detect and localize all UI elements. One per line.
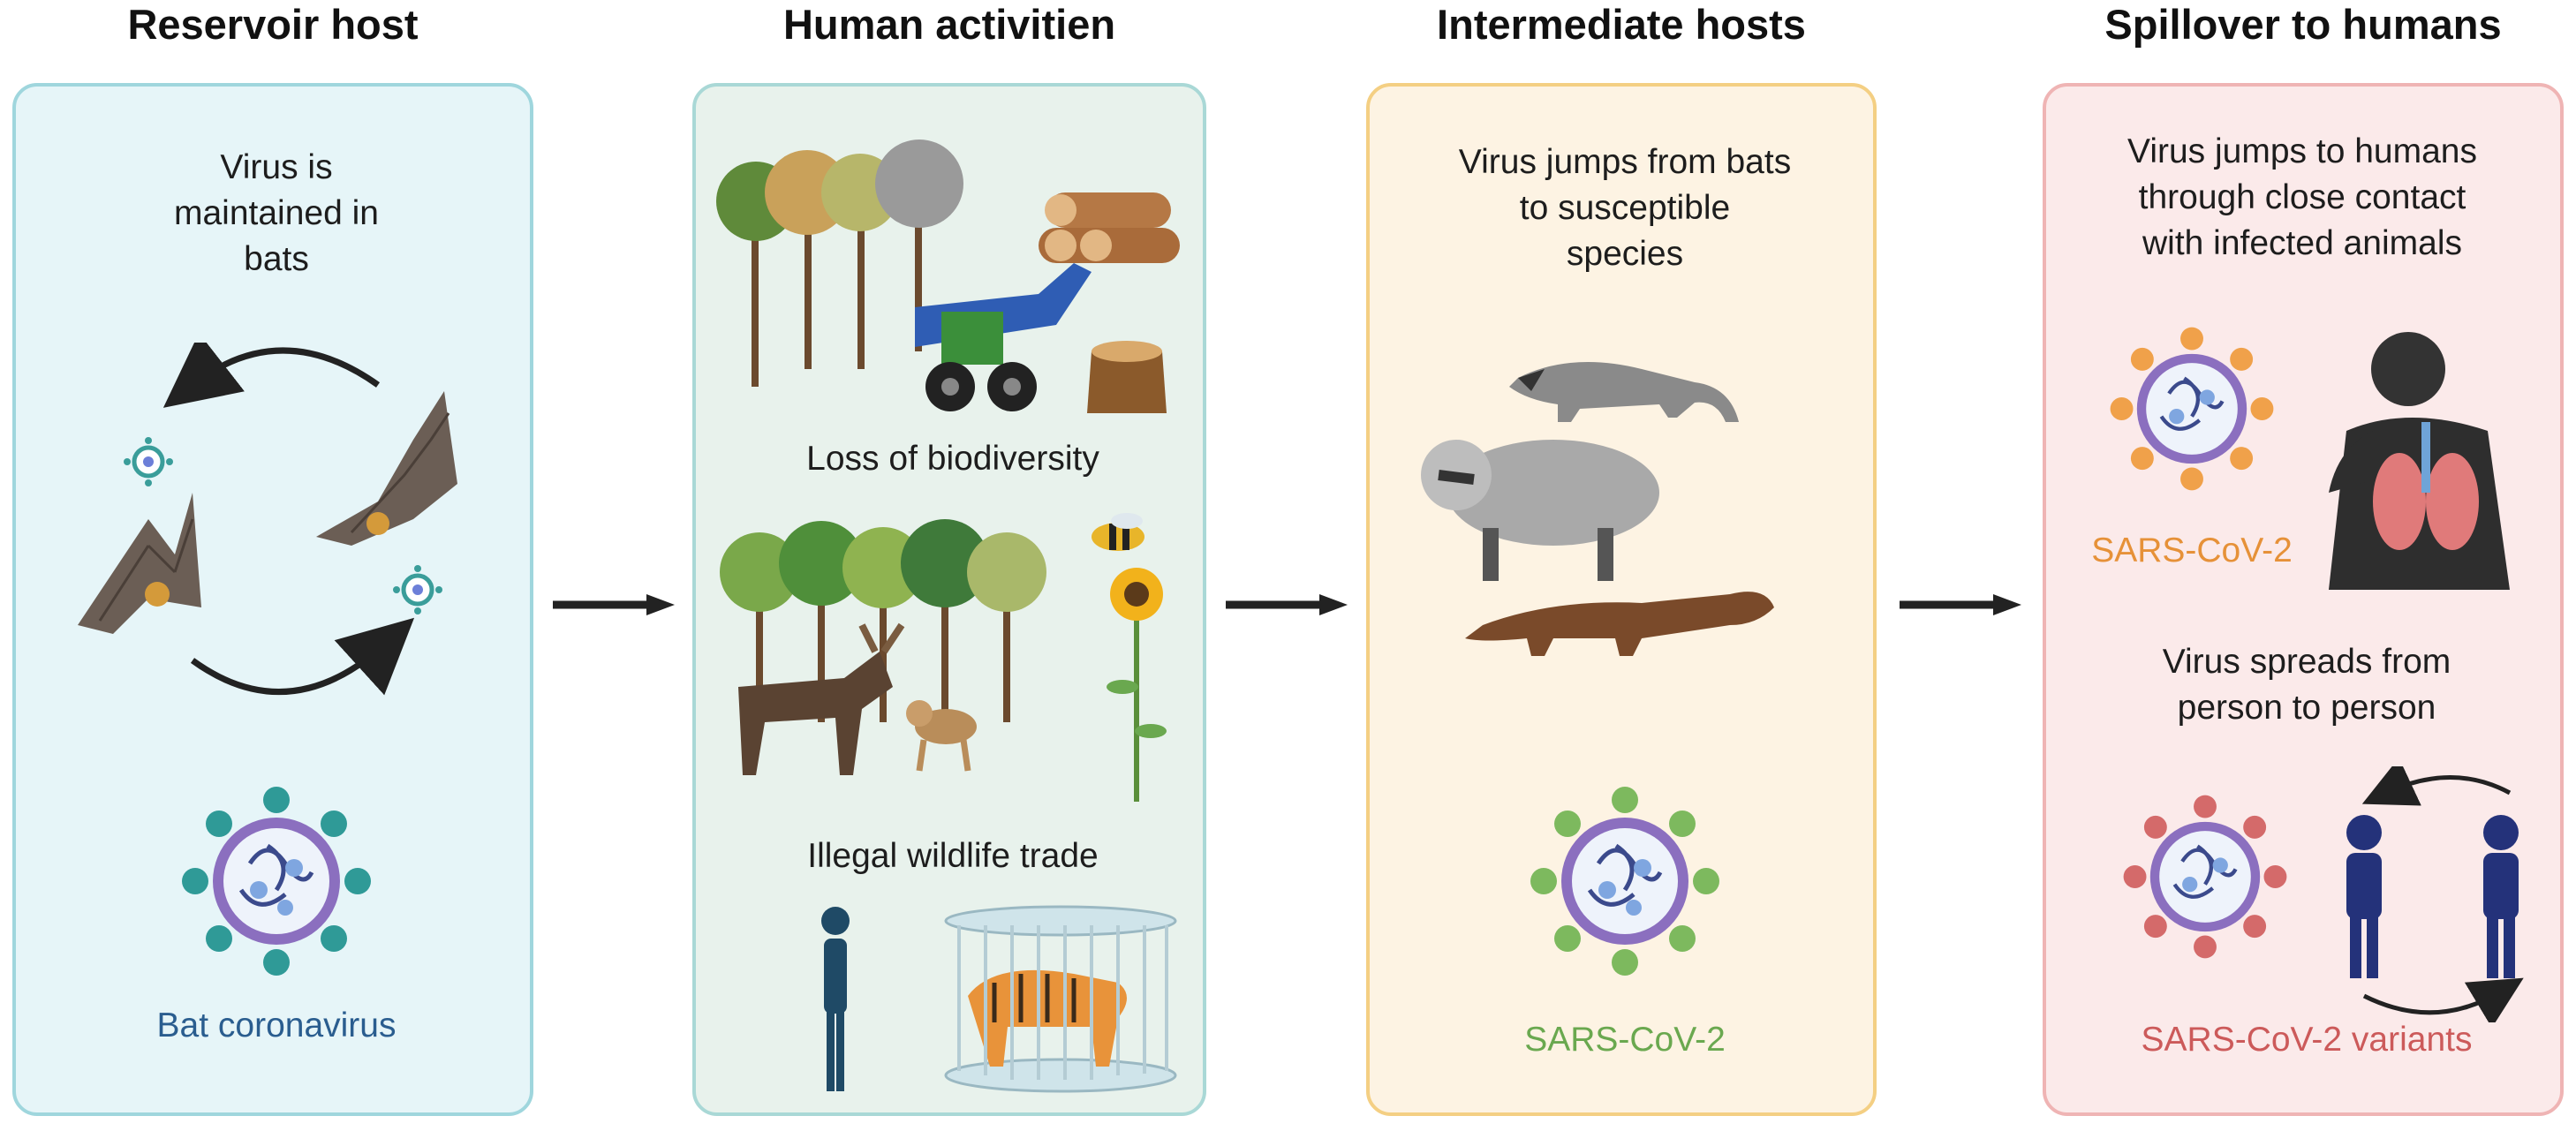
virus-icon [182,787,371,976]
sunflower-icon [1107,568,1167,802]
virus-icon [2123,795,2287,959]
bat-coronavirus-label: Bat coronavirus [156,1007,397,1044]
virus-icon [124,437,173,486]
monkey-icon [906,700,977,772]
panel-reservoir-host: Virus is maintained in bats [12,83,533,1116]
mink-icon [1465,592,1774,656]
person-icon [821,907,850,1091]
bee-icon [1092,513,1144,551]
sars-cov-2-label-green: SARS-CoV-2 [1524,1021,1726,1059]
biodiversity-scene [720,513,1167,802]
moose-icon [738,622,905,775]
person-to-person-diagram [2346,766,2524,1022]
intermediate-caption: Virus jumps from bats to susceptible spe… [1458,143,1792,273]
wildlife-trade-scene [821,905,1177,1093]
flow-arrow-3 [1900,594,2021,615]
cycle-arrow-top [162,343,381,408]
cycle-arrow-bottom [190,617,415,696]
virus-icon [2110,327,2274,491]
tractor-icon [915,263,1092,411]
virus-icon [1530,787,1719,976]
sars-cov-2-variants-label: SARS-CoV-2 variants [2141,1021,2473,1059]
person-icon [2346,815,2382,978]
spillover-caption-top: Virus jumps to humans through close cont… [2127,132,2477,262]
log-icon [1039,192,1180,263]
animals-scene [1421,362,1774,656]
coughing-person-icon [2329,332,2510,590]
loss-of-biodiversity-caption: Loss of biodiversity [806,440,1099,478]
title-spillover: Spillover to humans [2104,1,2502,48]
panel-intermediate-hosts: Virus jumps from bats to susceptible spe… [1366,83,1877,1116]
raccoon-dog-icon [1421,440,1659,581]
title-reservoir-host: Reservoir host [127,1,419,48]
virus-icon [393,565,442,615]
panel-human-activities: Loss of biodiversity Illegal [692,83,1206,1116]
title-intermediate-hosts: Intermediate hosts [1437,1,1806,48]
person-icon [2483,815,2519,978]
deforestation-scene [716,139,1180,413]
bat-icon [316,391,457,546]
panel-spillover: Virus jumps to humans through close cont… [2043,83,2564,1116]
tiger-cage-icon [944,905,1177,1093]
illegal-wildlife-trade-caption: Illegal wildlife trade [807,837,1099,875]
tree-icon [716,139,963,387]
stump-icon [1087,341,1167,413]
bat-icon [78,493,201,634]
lungs-icon [2373,422,2479,550]
civet-icon [1509,362,1739,422]
spread-arrow-top [2361,766,2512,806]
spread-arrow-bottom [2362,977,2524,1022]
sars-cov-2-label-orange: SARS-CoV-2 [2091,532,2293,569]
reservoir-caption: Virus is maintained in bats [174,148,379,278]
flow-arrow-1 [553,594,675,615]
title-human-activities: Human activitien [782,1,1116,48]
bat-cycle-diagram [78,343,457,696]
flow-arrow-2 [1226,594,1348,615]
tree-icon [720,519,1046,722]
spillover-caption-bottom: Virus spreads from person to person [2162,643,2451,727]
